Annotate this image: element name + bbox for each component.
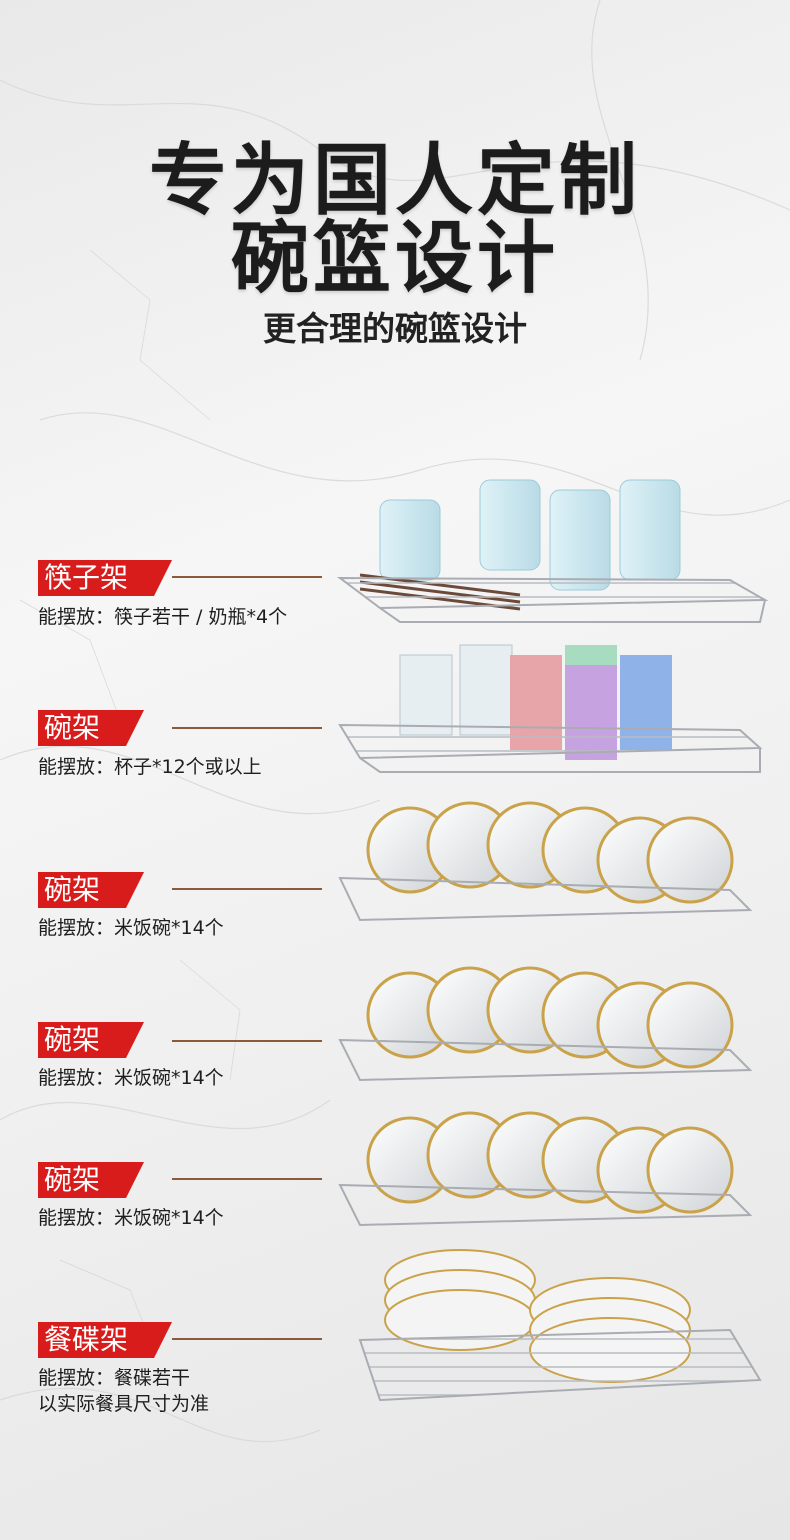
bowl-rack-1	[338, 801, 753, 922]
rack-caption-bowls-2: 能摆放：米饭碗*14个	[38, 1067, 224, 1089]
leader-line	[172, 1178, 322, 1180]
rack-label-chopsticks: 筷子架	[38, 560, 172, 596]
rack-caption-bowls-3: 能摆放：米饭碗*14个	[38, 1207, 224, 1229]
rack-label-bowls-3: 碗架	[38, 1162, 144, 1198]
rack-caption-chopsticks: 能摆放：筷子若干 / 奶瓶*4个	[38, 606, 288, 628]
plate-rack	[358, 1249, 762, 1402]
rack-caption-plates-note: 以实际餐具尺寸为准	[38, 1393, 210, 1415]
rack-label-bowls-2: 碗架	[38, 1022, 144, 1058]
hero-title-line1: 专为国人定制	[148, 136, 641, 226]
rack-caption-cups: 能摆放：杯子*12个或以上	[38, 756, 262, 778]
dish-rack-illustration	[336, 479, 769, 1402]
leader-line	[172, 1040, 322, 1042]
cup-rack	[338, 644, 763, 773]
bowl-rack-3	[338, 1111, 753, 1227]
rack-label-plates: 餐碟架	[38, 1322, 172, 1358]
bowl-rack-2	[338, 966, 753, 1082]
hero-title-line2: 碗篮设计	[230, 214, 559, 304]
rack-label-bowls-1: 碗架	[38, 872, 144, 908]
chopstick-rack	[336, 479, 769, 623]
rack-caption-bowls-1: 能摆放：米饭碗*14个	[38, 917, 224, 939]
leader-line	[172, 576, 322, 578]
leader-line	[172, 1338, 322, 1340]
rack-label-cups: 碗架	[38, 710, 144, 746]
hero-subtitle: 更合理的碗篮设计	[263, 309, 527, 348]
rack-caption-plates: 能摆放：餐碟若干	[38, 1367, 191, 1389]
leader-line	[172, 888, 322, 890]
leader-line	[172, 727, 322, 729]
